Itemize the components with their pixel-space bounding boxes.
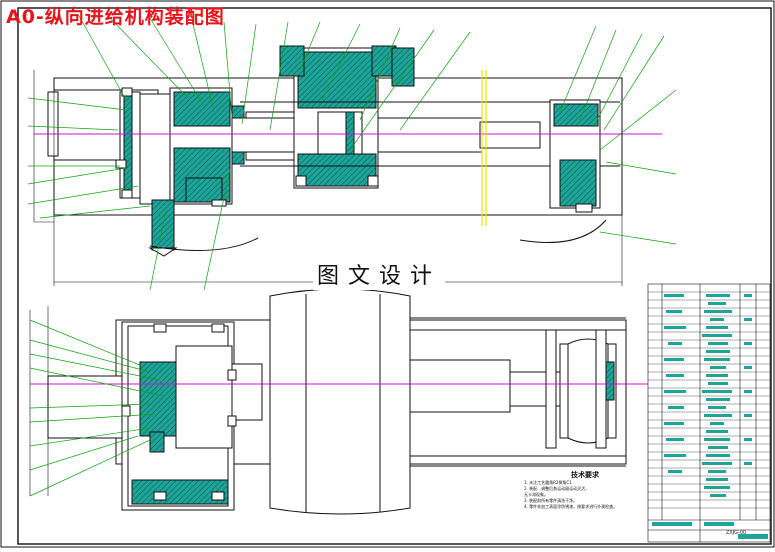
gearbox-lower	[297, 153, 377, 187]
leaders-top	[29, 319, 165, 497]
technical-note-line: 2. 装配、调整后各运动副运动灵活，	[524, 486, 590, 491]
leaders-front	[27, 13, 677, 291]
left-flange	[123, 95, 133, 195]
title-block-drawing-no: ZXJG-00	[725, 530, 747, 536]
right-bearing-lower	[559, 159, 597, 207]
parts-list-rows	[648, 291, 770, 509]
gearbox-upper	[297, 51, 377, 109]
technical-note-line: 4. 零件非加工表面涂防锈漆，按要求进行外观检查。	[524, 504, 618, 509]
technical-note-line: 1. 未注工艺圆角R2倒角C1	[524, 480, 572, 485]
right-bearing-upper	[553, 103, 599, 127]
technical-note-line: 无卡滞现象。	[524, 492, 548, 497]
top-view	[47, 288, 627, 515]
drum	[269, 288, 411, 515]
coupling	[139, 361, 179, 437]
drawing-title: A0-纵向进给机构装配图	[6, 6, 225, 28]
parts-list	[647, 283, 771, 543]
technical-note-line: 3. 装配前所有零件清洗干净。	[524, 498, 578, 503]
technical-notes-heading: 技术要求	[571, 471, 599, 479]
inner-frame	[17, 7, 772, 545]
parts-list-entries	[652, 294, 768, 539]
watermark-text: 图文设计	[313, 258, 446, 290]
bearing-seat-upper	[173, 91, 231, 127]
front-view	[47, 45, 623, 257]
technical-notes: 技术要求 1. 未注工艺圆角R2倒角C1 2. 装配、调整后各运动副运动灵活， …	[524, 472, 646, 510]
